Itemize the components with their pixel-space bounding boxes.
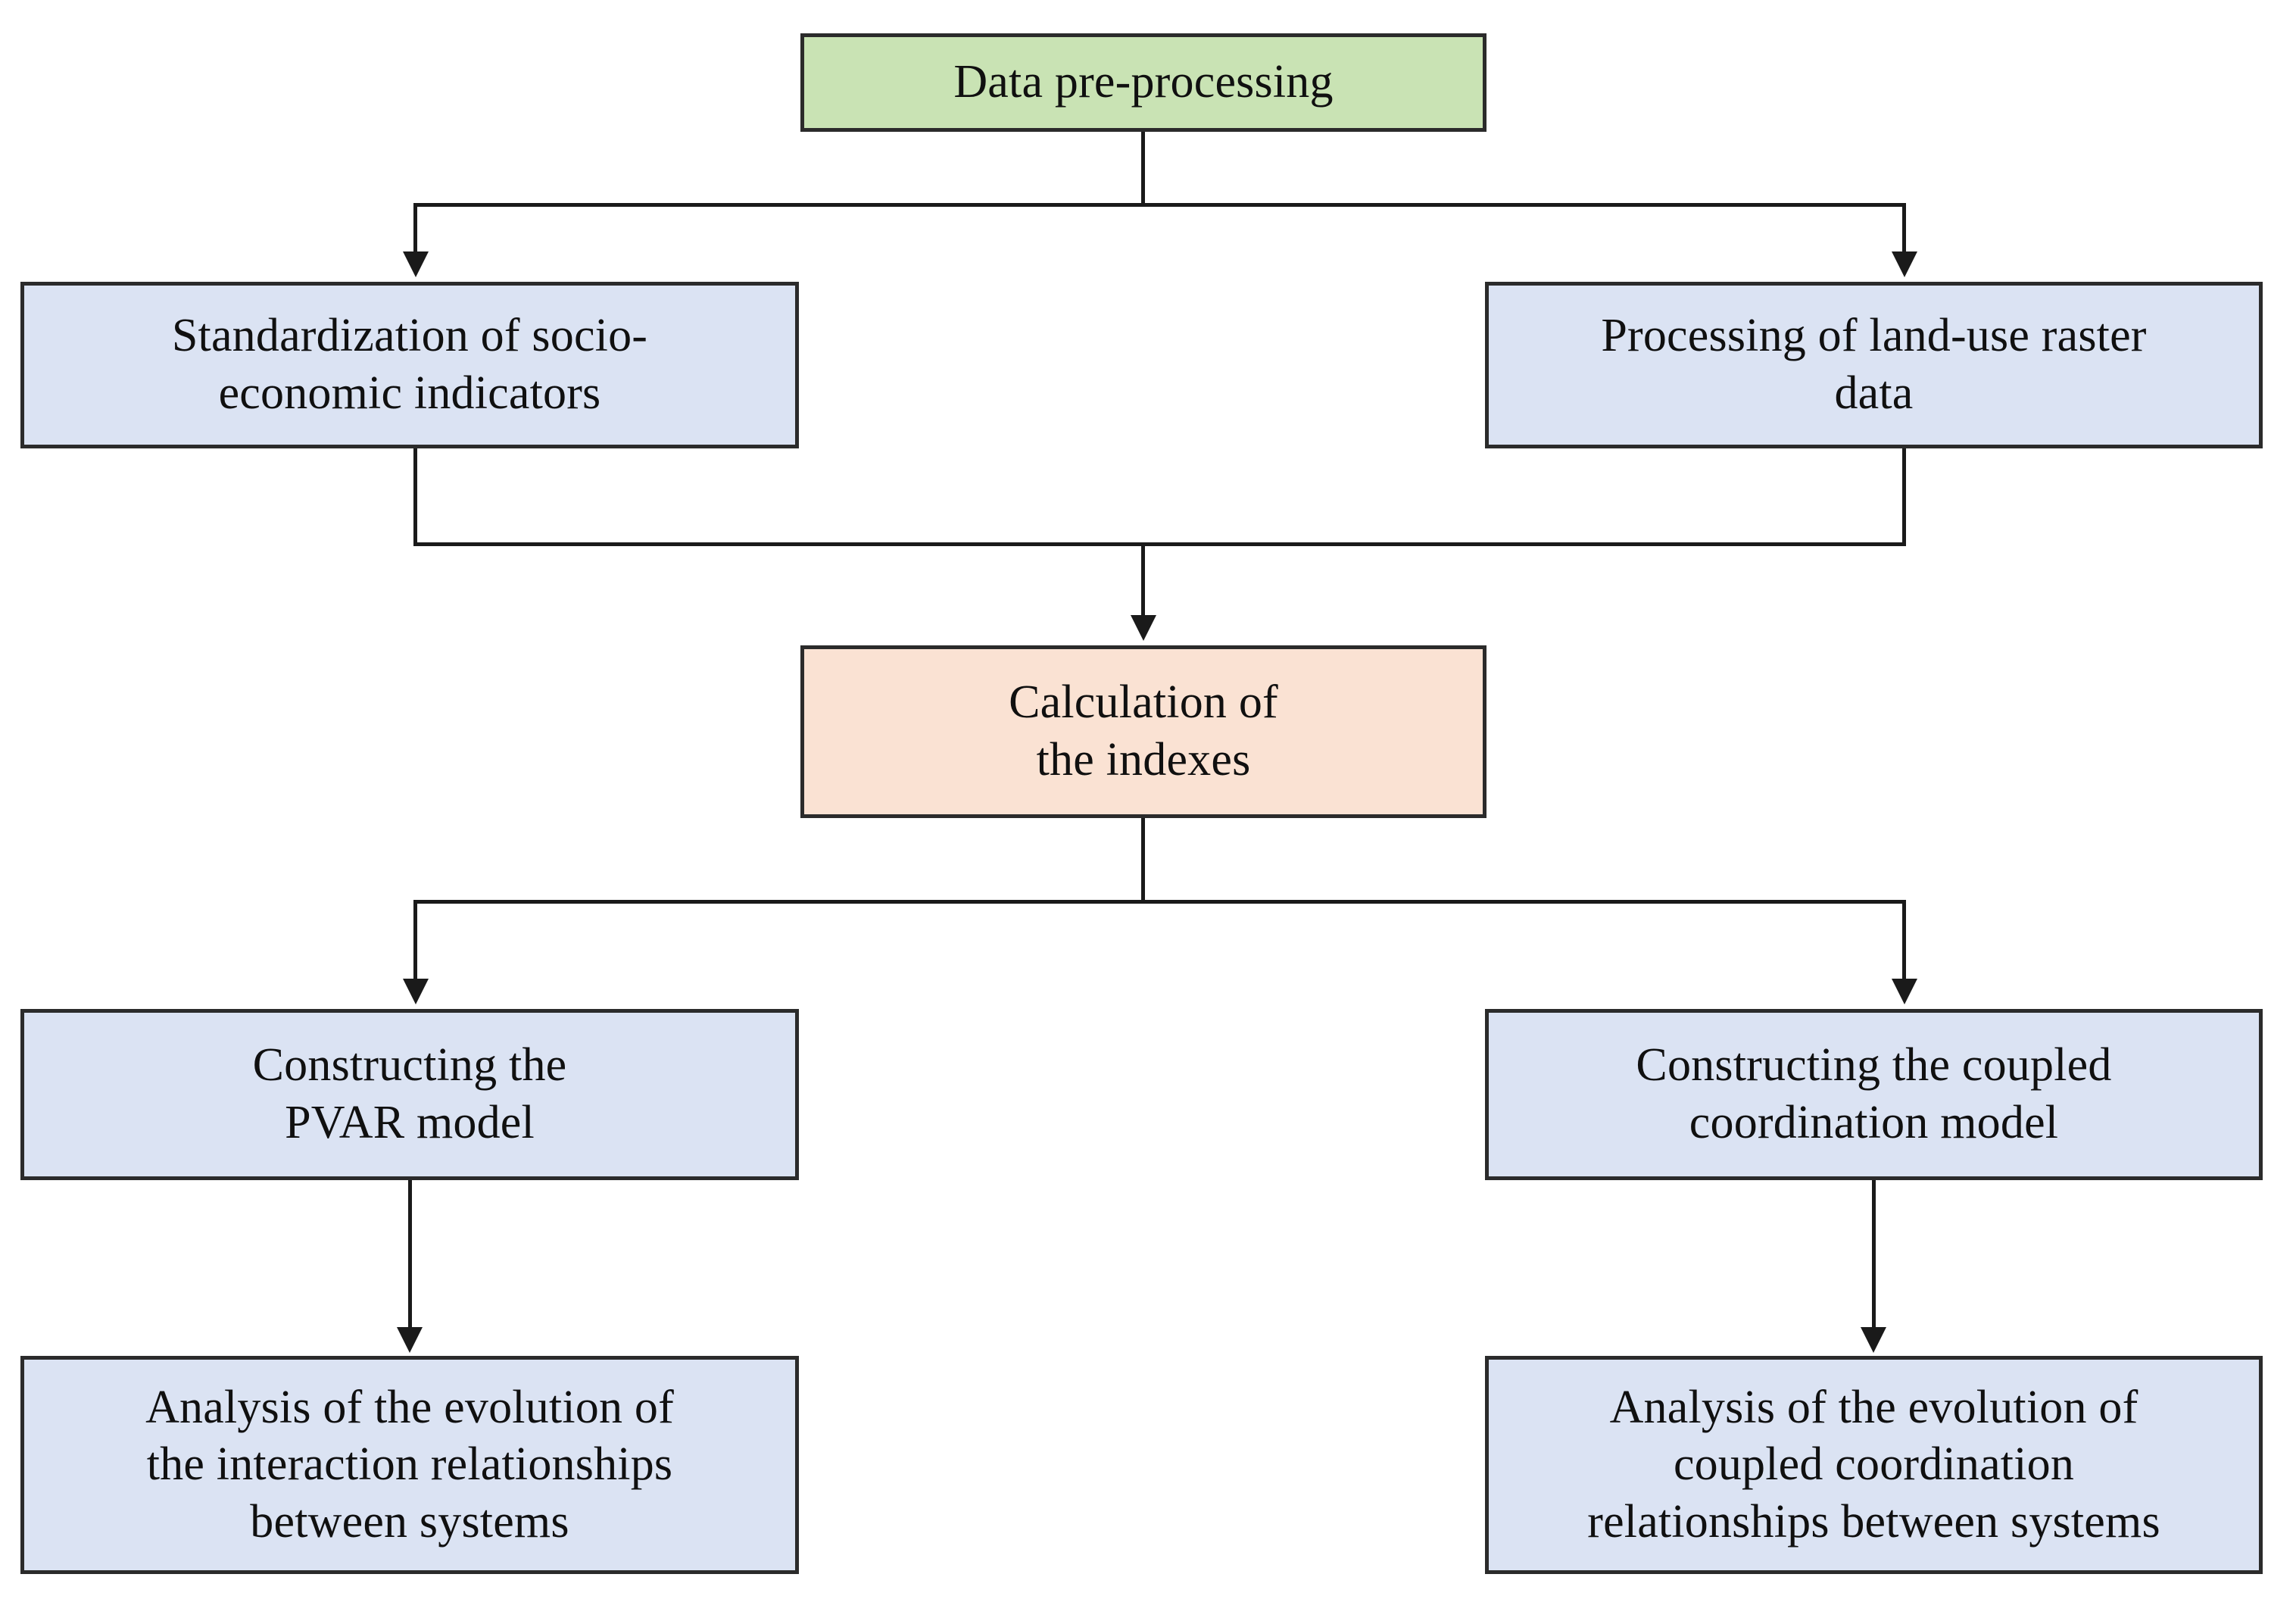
edge-merge-to-indexes: [1141, 542, 1145, 618]
arrow-into-coupled: [1892, 979, 1917, 1004]
node-analysis-coupled-coordination-relationships[interactable]: Analysis of the evolution of coupled coo…: [1485, 1356, 2263, 1574]
edge-split-bar-row3: [413, 900, 1906, 904]
edge-split-bar-row1: [413, 203, 1906, 207]
node-processing-land-use-raster-label: Processing of land-use raster data: [1601, 310, 2147, 419]
node-constructing-coupled-coordination-model-label: Constructing the coupled coordination mo…: [1636, 1039, 2112, 1148]
edge-pre-to-standardization-leg: [413, 203, 417, 256]
node-analysis-interaction-relationships-label: Analysis of the evolution of the interac…: [145, 1381, 674, 1548]
arrow-into-coord: [1861, 1327, 1886, 1353]
edge-pre-to-standardization: [1141, 132, 1145, 207]
edge-pvar-to-interaction: [408, 1180, 412, 1332]
node-processing-land-use-raster[interactable]: Processing of land-use raster data: [1485, 282, 2263, 448]
node-constructing-pvar-model[interactable]: Constructing the PVAR model: [20, 1009, 799, 1180]
node-constructing-coupled-coordination-model[interactable]: Constructing the coupled coordination mo…: [1485, 1009, 2263, 1180]
edge-merge-bar-row2: [413, 542, 1906, 546]
node-data-pre-processing[interactable]: Data pre-processing: [800, 33, 1486, 132]
edge-coupled-to-coord: [1872, 1180, 1876, 1332]
edge-indexes-split-stem: [1141, 818, 1145, 903]
node-data-pre-processing-label: Data pre-processing: [953, 56, 1334, 108]
edge-pre-to-raster-leg: [1902, 203, 1906, 256]
arrow-into-indexes: [1131, 615, 1156, 641]
edge-standardization-to-indexes-leg: [413, 447, 417, 545]
arrow-into-interaction: [397, 1327, 423, 1353]
node-calculation-of-indexes-label: Calculation of the indexes: [1009, 676, 1278, 786]
node-analysis-coupled-coordination-relationships-label: Analysis of the evolution of coupled coo…: [1587, 1381, 2160, 1548]
node-calculation-of-indexes[interactable]: Calculation of the indexes: [800, 645, 1486, 818]
edge-indexes-to-pvar-leg: [413, 900, 417, 983]
arrow-into-pvar: [403, 979, 429, 1004]
arrow-into-raster: [1892, 251, 1917, 277]
node-analysis-interaction-relationships[interactable]: Analysis of the evolution of the interac…: [20, 1356, 799, 1574]
node-standardization-socio-economic-label: Standardization of socio- economic indic…: [171, 310, 648, 419]
node-standardization-socio-economic[interactable]: Standardization of socio- economic indic…: [20, 282, 799, 448]
edge-raster-to-indexes-leg: [1902, 447, 1906, 545]
arrow-into-standardization: [403, 251, 429, 277]
edge-indexes-to-coupled-leg: [1902, 900, 1906, 983]
node-constructing-pvar-model-label: Constructing the PVAR model: [252, 1039, 567, 1148]
